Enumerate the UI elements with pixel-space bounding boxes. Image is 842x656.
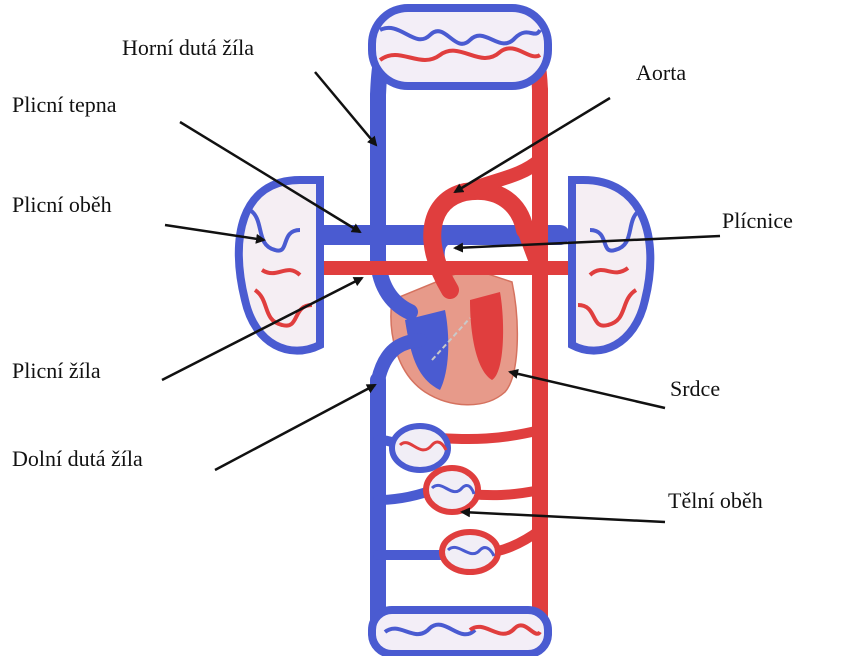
arrow-dolni-duta-zila	[215, 385, 375, 470]
arrow-horni-duta-zila	[315, 72, 376, 145]
head-capillary-bed	[372, 8, 548, 86]
label-plicni-tepna: Plicní tepna	[12, 92, 117, 117]
label-plicnice: Plícnice	[722, 208, 793, 233]
label-aorta: Aorta	[636, 60, 686, 85]
label-dolni-duta-zila: Dolní dutá žíla	[12, 446, 143, 471]
label-plicni-obeh: Plicní oběh	[12, 192, 112, 217]
arrow-telni-obeh	[462, 512, 665, 522]
right-lung-capillary-bed	[572, 180, 650, 351]
left-lung-capillary-bed	[239, 180, 320, 351]
lower-capillary-bed	[372, 610, 548, 654]
label-horni-duta-zila: Horní dutá žíla	[122, 35, 254, 60]
label-plicni-zila: Plicní žíla	[12, 358, 101, 383]
label-telni-obeh: Tělní oběh	[668, 488, 763, 513]
label-srdce: Srdce	[670, 376, 720, 401]
